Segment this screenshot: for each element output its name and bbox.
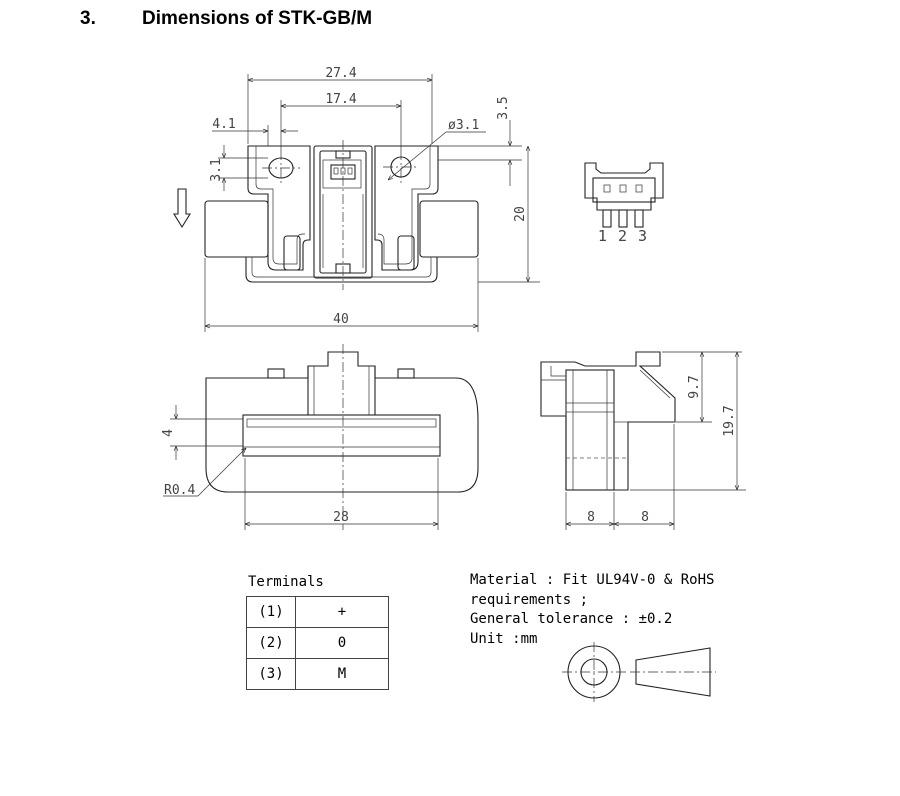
dim-side-total: 19.7 — [722, 405, 737, 436]
dim-hole-pitch: 17.4 — [325, 92, 356, 107]
terminal-pin: (3) — [246, 658, 296, 690]
dim-hole-height: 3.1 — [209, 158, 224, 181]
dim-body-height: 20 — [513, 206, 528, 222]
note-tolerance: General tolerance : ±0.2 — [470, 611, 673, 627]
section-number: 3. — [80, 8, 96, 29]
dim-overall-width: 27.4 — [325, 66, 356, 81]
terminal-signal: M — [295, 658, 389, 690]
terminal-signal: + — [295, 596, 389, 628]
notes-block: Material : Fit UL94V-0 & RoHS requirement… — [470, 571, 714, 649]
top-view: 27.4 17.4 4.1 3.1 ø3.1 3.5 20 40 — [173, 66, 540, 332]
dim-side-left: 8 — [587, 510, 595, 525]
dim-top-step: 3.5 — [496, 96, 511, 119]
terminal-pin: (2) — [246, 627, 296, 659]
dim-total-width: 40 — [333, 312, 349, 327]
table-row: (3) M — [246, 658, 389, 690]
dim-hole-offset: 4.1 — [212, 117, 235, 132]
dim-hole-diameter: ø3.1 — [448, 118, 479, 133]
dim-slot-height: 4 — [161, 429, 176, 437]
table-row: (2) 0 — [246, 627, 389, 659]
connector-pin-labels: 1 2 3 — [598, 227, 648, 245]
dim-corner-radius: R0.4 — [164, 483, 195, 498]
projection-symbol-icon — [562, 642, 716, 702]
section-heading: 3. Dimensions of STK-GB/M — [80, 8, 372, 30]
terminal-pin: (1) — [246, 596, 296, 628]
terminals-section: Terminals (1) + (2) 0 (3) M — [246, 574, 389, 690]
terminals-table: (1) + (2) 0 (3) M — [246, 596, 389, 690]
current-direction-arrow-icon — [173, 188, 191, 229]
terminals-title: Terminals — [248, 574, 324, 590]
terminal-signal: 0 — [295, 627, 389, 659]
note-unit: Unit :mm — [470, 630, 538, 647]
front-view: 4 R0.4 28 — [161, 344, 479, 530]
note-material: Material : Fit UL94V-0 & RoHS — [470, 572, 715, 588]
dim-side-right: 8 — [641, 510, 649, 525]
dim-slot-width: 28 — [333, 510, 349, 525]
table-row: (1) + — [246, 596, 389, 628]
dim-side-upper: 9.7 — [687, 375, 702, 398]
side-view: 9.7 19.7 8 8 — [540, 351, 746, 530]
section-title: Dimensions of STK-GB/M — [142, 8, 373, 29]
note-material-cont: requirements ; — [470, 591, 589, 608]
connector-detail: 1 2 3 — [584, 162, 664, 245]
